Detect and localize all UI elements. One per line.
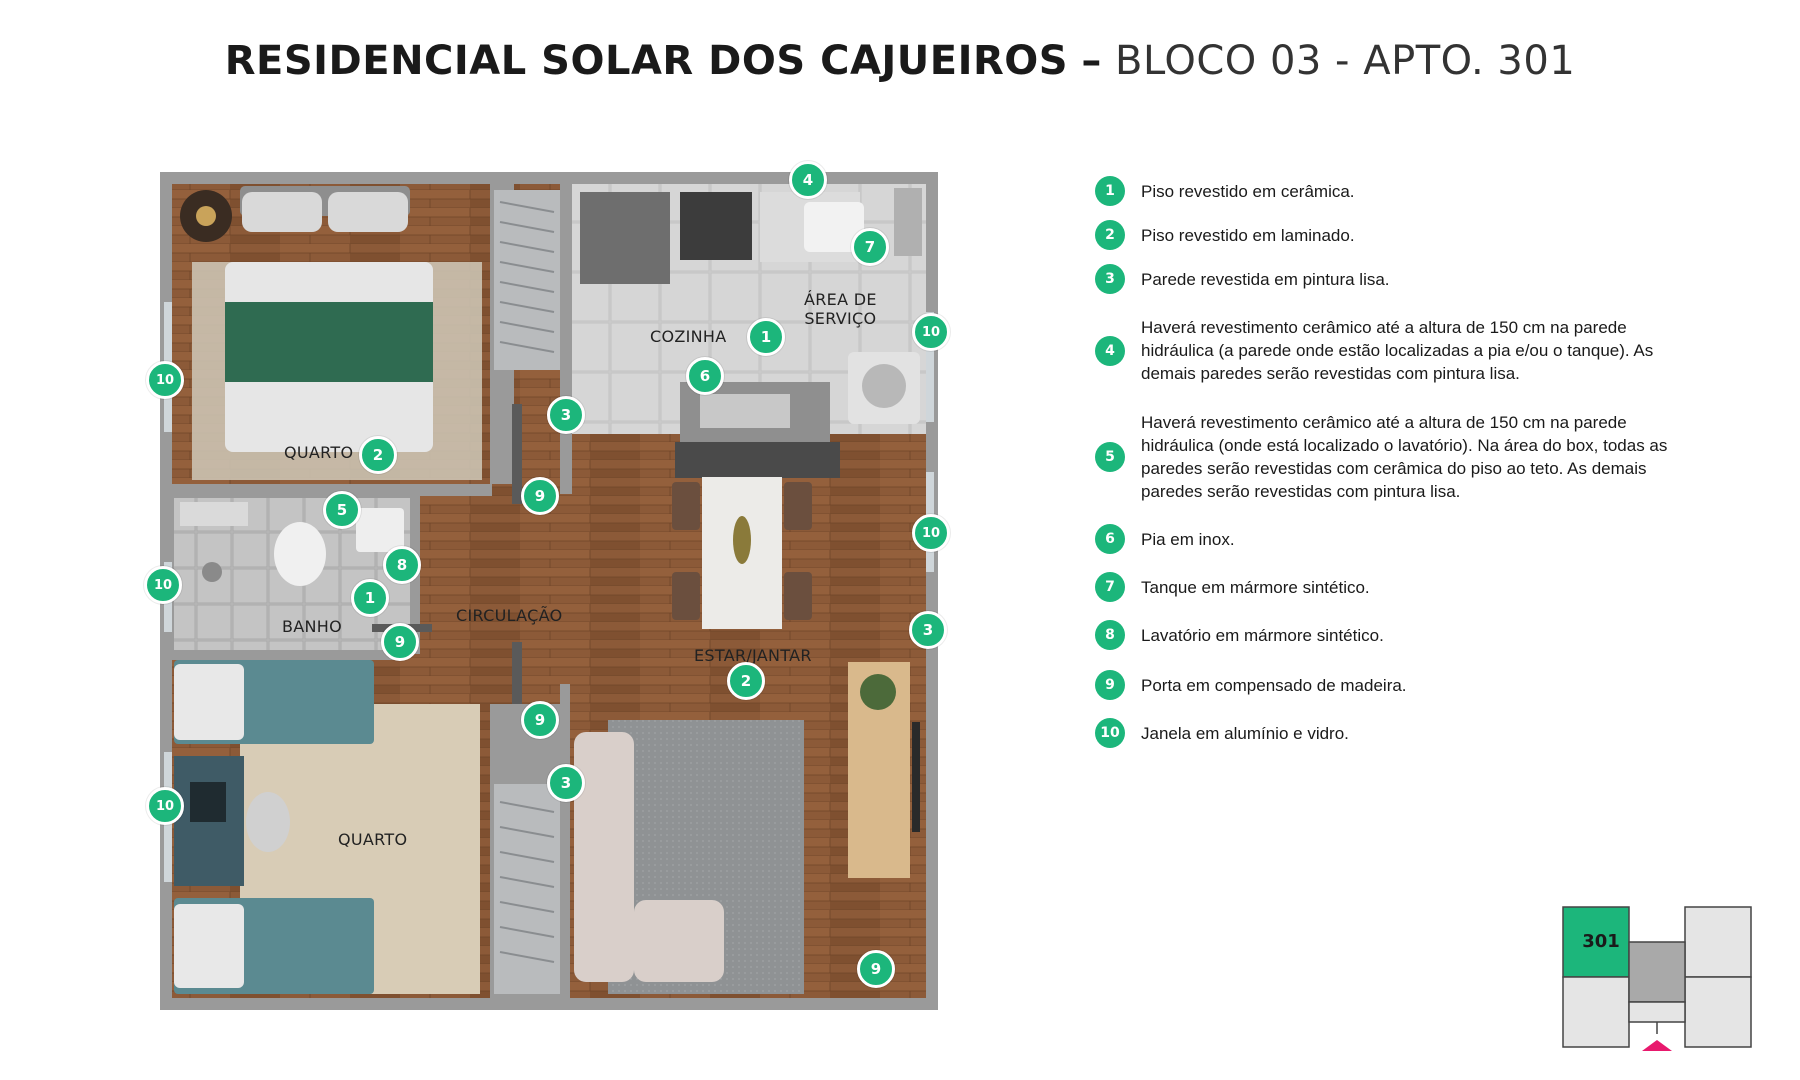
marker-8-bathroom-sink: 8: [383, 546, 421, 584]
legend-item-4: 4 Haverá revestimento cerâmico até a alt…: [1095, 316, 1661, 385]
bed-throw: [225, 302, 433, 382]
legend-text: Haverá revestimento cerâmico até a altur…: [1141, 318, 1654, 383]
legend-number-badge: 7: [1095, 572, 1125, 602]
window-kitchen: [926, 312, 934, 422]
title-unit: BLOCO 03 - APTO. 301: [1115, 38, 1576, 84]
room-label-area-servico-line2: SERVIÇO: [804, 309, 877, 328]
key-plan-drawing: [1562, 906, 1752, 1051]
legend-number-badge: 1: [1095, 176, 1125, 206]
legend-item-9: 9 Porta em compensado de madeira.: [1095, 670, 1407, 700]
marker-9-door-bathroom: 9: [381, 623, 419, 661]
desk-chair: [246, 792, 290, 852]
legend-number-badge: 2: [1095, 220, 1125, 250]
plant: [860, 674, 896, 710]
door-1: [512, 404, 522, 504]
title-dash: –: [1081, 38, 1102, 84]
legend-item-5: 5 Haverá revestimento cerâmico até a alt…: [1095, 411, 1701, 503]
legend-text: Parede revestida em pintura lisa.: [1141, 270, 1390, 289]
marker-2-bedroom-1-floor: 2: [359, 436, 397, 474]
page-title: RESIDENCIAL SOLAR DOS CAJUEIROS – BLOCO …: [0, 38, 1800, 84]
cooktop: [680, 192, 752, 260]
marker-3-wall-top: 3: [547, 396, 585, 434]
key-plan-unit-label: 301: [1582, 931, 1620, 952]
legend-number-badge: 6: [1095, 524, 1125, 554]
legend-number-badge: 8: [1095, 620, 1125, 650]
legend-number-badge: 10: [1095, 718, 1125, 748]
marker-10-window-bathroom: 10: [144, 566, 182, 604]
legend-item-8: 8 Lavatório em mármore sintético.: [1095, 620, 1384, 650]
wardrobe-top: [494, 190, 560, 370]
legend-text: Tanque em mármore sintético.: [1141, 578, 1370, 597]
marker-9-door-entrance: 9: [857, 950, 895, 988]
room-label-area-servico: ÁREA DE SERVIÇO: [804, 290, 877, 328]
room-label-circulacao: CIRCULAÇÃO: [456, 606, 563, 625]
tv: [912, 722, 920, 832]
marker-5-bathroom-wall: 5: [323, 491, 361, 529]
marker-6-kitchen-sink: 6: [686, 357, 724, 395]
marker-7-laundry-tank: 7: [851, 228, 889, 266]
marker-2-living-floor: 2: [727, 662, 765, 700]
room-label-estar-jantar: ESTAR/JANTAR: [694, 646, 812, 665]
fridge: [580, 192, 670, 284]
key-plan-core: [1628, 941, 1686, 1003]
laundry-tank: [804, 202, 864, 252]
north-arrow-icon: [1642, 1040, 1672, 1051]
key-plan: 301: [1562, 906, 1752, 1056]
steel-sink: [700, 394, 790, 428]
room-label-cozinha: COZINHA: [650, 327, 727, 346]
legend-text: Piso revestido em laminado.: [1141, 226, 1355, 245]
bedroom-2: [172, 650, 510, 998]
marker-3-wall-right: 3: [909, 611, 947, 649]
floor-plan-drawing: [160, 172, 938, 1010]
marker-10-window-bedroom-2: 10: [146, 787, 184, 825]
legend-text: Haverá revestimento cerâmico até a altur…: [1141, 413, 1668, 501]
marker-9-door-bedroom-1: 9: [521, 477, 559, 515]
legend-item-2: 2 Piso revestido em laminado.: [1095, 220, 1355, 250]
legend-item-1: 1 Piso revestido em cerâmica.: [1095, 176, 1355, 206]
marker-1-kitchen-floor: 1: [747, 318, 785, 356]
wardrobe-bottom: [494, 784, 560, 994]
legend-item-6: 6 Pia em inox.: [1095, 524, 1235, 554]
legend-item-10: 10 Janela em alumínio e vidro.: [1095, 718, 1349, 748]
marker-3-wall-bottom: 3: [547, 764, 585, 802]
bedroom-1: [172, 184, 490, 494]
counter-front: [675, 442, 840, 478]
room-label-quarto-1: QUARTO: [284, 443, 354, 462]
bathroom-sink: [356, 508, 404, 552]
toilet: [274, 522, 326, 586]
room-label-banho: BANHO: [282, 617, 343, 636]
marker-10-window-bedroom-1: 10: [146, 361, 184, 399]
kitchen-wall: [560, 184, 572, 494]
legend-number-badge: 3: [1095, 264, 1125, 294]
key-plan-unit-301: [1562, 906, 1630, 978]
marker-10-window-living: 10: [912, 514, 950, 552]
legend-item-3: 3 Parede revestida em pintura lisa.: [1095, 264, 1390, 294]
marker-9-door-bedroom-2: 9: [521, 701, 559, 739]
marker-10-window-service: 10: [912, 313, 950, 351]
legend-text: Lavatório em mármore sintético.: [1141, 626, 1384, 645]
marker-4-kitchen-wall: 4: [789, 161, 827, 199]
marker-1-bathroom-floor: 1: [351, 579, 389, 617]
legend-text: Janela em alumínio e vidro.: [1141, 724, 1349, 743]
title-building: RESIDENCIAL SOLAR DOS CAJUEIROS: [224, 38, 1069, 84]
sofa-chaise: [634, 900, 724, 982]
legend-number-badge: 5: [1095, 442, 1125, 472]
sofa: [574, 732, 634, 982]
room-label-area-servico-line1: ÁREA DE: [804, 290, 877, 309]
legend-text: Porta em compensado de madeira.: [1141, 676, 1407, 695]
floor-plan: QUARTO BANHO CIRCULAÇÃO COZINHA ÁREA DE …: [144, 161, 950, 1010]
room-label-quarto-2: QUARTO: [338, 830, 408, 849]
legend-text: Pia em inox.: [1141, 530, 1235, 549]
legend-item-7: 7 Tanque em mármore sintético.: [1095, 572, 1370, 602]
legend-number-badge: 4: [1095, 335, 1125, 366]
legend-number-badge: 9: [1095, 670, 1125, 700]
legend-text: Piso revestido em cerâmica.: [1141, 182, 1355, 201]
door-2: [512, 642, 522, 752]
